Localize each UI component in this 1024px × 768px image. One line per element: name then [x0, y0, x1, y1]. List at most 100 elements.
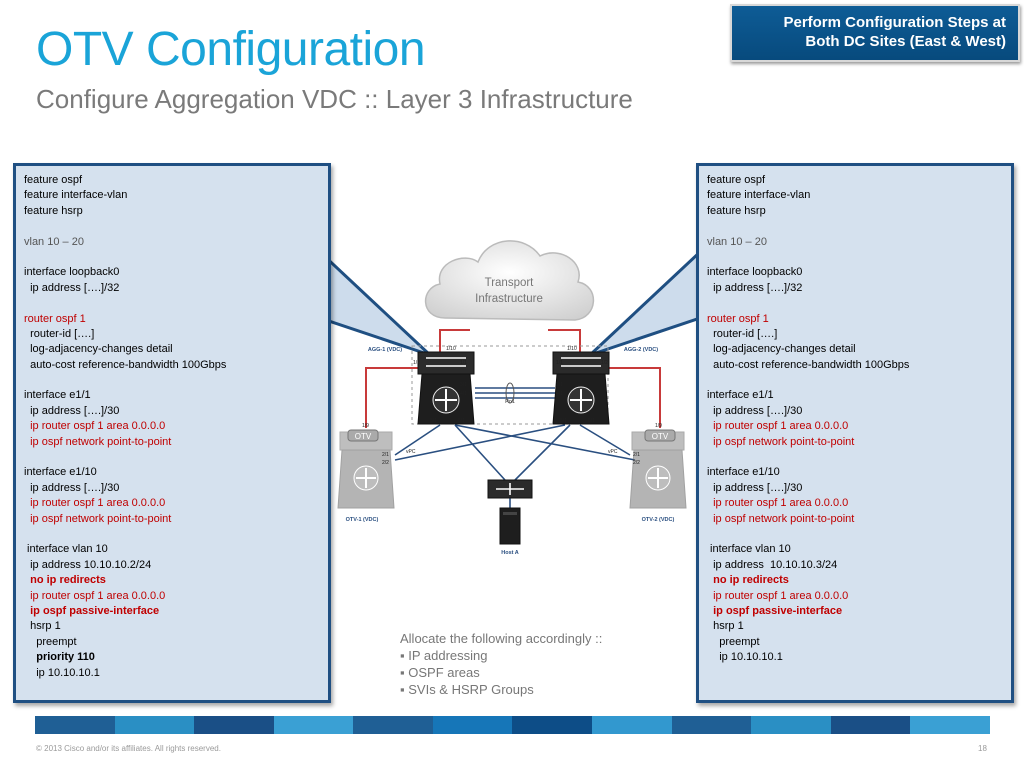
l2-links	[394, 387, 636, 508]
config-line: ip router ospf 1 area 0.0.0.0	[24, 497, 166, 510]
config-line: feature ospf	[707, 174, 766, 186]
notes-item-ospf: ▪ OSPF areas	[400, 665, 480, 680]
allocation-notes: Allocate the following accordingly :: ▪ …	[400, 630, 602, 698]
bottom-bar-segment	[114, 716, 195, 734]
config-line: ip ospf network point-to-point	[24, 512, 172, 525]
config-line: feature hsrp	[24, 204, 83, 217]
config-line	[707, 296, 1011, 311]
config-line: ip router ospf 1 area 0.0.0.0	[24, 420, 166, 433]
agg2-port-1-2: 1/2	[601, 360, 608, 366]
otv-2-badge-text: OTV	[652, 432, 669, 441]
config-line: vlan 10 – 20	[707, 235, 767, 248]
config-line: ip address [….]/30	[707, 404, 803, 417]
agg2-port-1-1: 1/1	[556, 360, 563, 366]
config-line: interface vlan 10	[707, 543, 791, 556]
agg1-port-5-1: 5/1	[430, 418, 437, 424]
bottom-bar-segment	[194, 716, 274, 734]
bottom-bar-segment	[432, 716, 513, 734]
otv-2-device	[629, 431, 687, 509]
po1-ellipse	[505, 382, 515, 404]
config-line: ip ospf passive-interface	[707, 604, 843, 617]
agg1-port-3-1: 3/1	[460, 382, 467, 388]
config-line: router-id [….]	[24, 327, 95, 340]
otv2-port-1-9: 1/9	[655, 423, 662, 429]
agg-1-switch	[417, 351, 475, 425]
bottom-bar-segment	[353, 716, 433, 734]
otv-1-badge-text: OTV	[355, 432, 372, 441]
bottom-bar-segment	[35, 716, 115, 734]
vpc-label-left: vPC	[406, 449, 416, 455]
bottom-bar-segment	[273, 716, 354, 734]
config-line: interface loopback0	[24, 266, 120, 279]
callout-line-1: Perform Configuration Steps at	[783, 14, 1006, 31]
otv-2-label: OTV-2 (VDC)	[642, 517, 675, 523]
config-line: no ip redirects	[707, 574, 789, 587]
config-line: ip address [….]/32	[707, 281, 803, 294]
bottom-bar-segment	[512, 716, 593, 734]
config-line	[24, 219, 328, 234]
otv-1-label: OTV-1 (VDC)	[346, 517, 379, 523]
config-line: feature interface-vlan	[707, 189, 811, 202]
notes-item-label: SVIs & HSRP Groups	[408, 682, 534, 697]
config-line: router ospf 1	[24, 312, 86, 325]
po1-label: Po1	[505, 399, 515, 405]
config-line: ip address [….]/32	[24, 281, 120, 294]
bottom-bar-segment	[910, 716, 990, 734]
config-line: preempt	[24, 635, 77, 648]
config-line: ip ospf passive-interface	[24, 604, 160, 617]
notes-heading: Allocate the following accordingly ::	[400, 631, 603, 646]
config-line: ip router ospf 1 area 0.0.0.0	[707, 497, 849, 510]
notes-item-label: IP addressing	[408, 648, 488, 663]
config-line	[707, 527, 1011, 542]
config-line: interface e1/1	[24, 389, 91, 402]
config-line: interface vlan 10	[24, 543, 108, 556]
callout-line-2: Both DC Sites (East & West)	[805, 33, 1006, 50]
l3-links	[365, 329, 661, 428]
config-line: interface loopback0	[707, 266, 803, 279]
otv-1-badge	[347, 429, 379, 442]
bottom-bar-segment	[592, 716, 672, 734]
bottom-bar-segment	[751, 716, 831, 734]
config-line: ip router ospf 1 area 0.0.0.0	[707, 420, 849, 433]
config-line: router-id [….]	[707, 327, 778, 340]
config-line: ip address [….]/30	[24, 481, 120, 494]
otv-2-badge	[644, 429, 676, 442]
transport-cloud: Transport Infrastructure	[424, 240, 595, 321]
otv1-port-2-2: 2/2	[382, 460, 389, 466]
agg2-port-1-10: 1/10	[567, 346, 577, 352]
page-number: 18	[978, 744, 987, 753]
vpc-label-right: vPC	[608, 449, 618, 455]
agg-2-label: AGG-2 (VDC)	[624, 347, 658, 353]
config-line: ip 10.10.10.1	[707, 651, 783, 664]
bottom-bar-segment	[830, 716, 911, 734]
right-panel-pointer	[588, 248, 702, 357]
config-line	[24, 450, 328, 465]
callout-box: Perform Configuration Steps at Both DC S…	[730, 4, 1020, 62]
agg1-port-1-2: 1/2	[413, 360, 420, 366]
notes-item-svi: ▪ SVIs & HSRP Groups	[400, 682, 534, 697]
access-switch	[487, 479, 533, 499]
cloud-label-line-2: Infrastructure	[475, 293, 543, 305]
config-line: auto-cost reference-bandwidth 100Gbps	[24, 358, 227, 371]
cloud-label-line-1: Transport	[485, 277, 535, 289]
config-line: preempt	[707, 635, 760, 648]
otv1-port-1-9: 1/9	[362, 423, 369, 429]
config-line: auto-cost reference-bandwidth 100Gbps	[707, 358, 910, 371]
config-line	[707, 250, 1011, 265]
config-line	[24, 373, 328, 388]
agg-1-label: AGG-1 (VDC)	[368, 347, 402, 353]
otv1-port-2-1: 2/1	[382, 452, 389, 458]
otv-1-device	[337, 431, 395, 509]
notes-item-label: OSPF areas	[408, 665, 480, 680]
agg-dashed-box	[411, 345, 609, 425]
agg2-port-6-1: 6/1	[588, 418, 595, 424]
left-panel-pointer	[318, 248, 432, 357]
config-line: feature interface-vlan	[24, 189, 128, 202]
config-line: ip ospf network point-to-point	[707, 512, 855, 525]
agg-2-switch	[552, 351, 610, 425]
agg1-port-1-1: 1/1	[460, 360, 467, 366]
page-title: OTV Configuration	[36, 23, 426, 76]
